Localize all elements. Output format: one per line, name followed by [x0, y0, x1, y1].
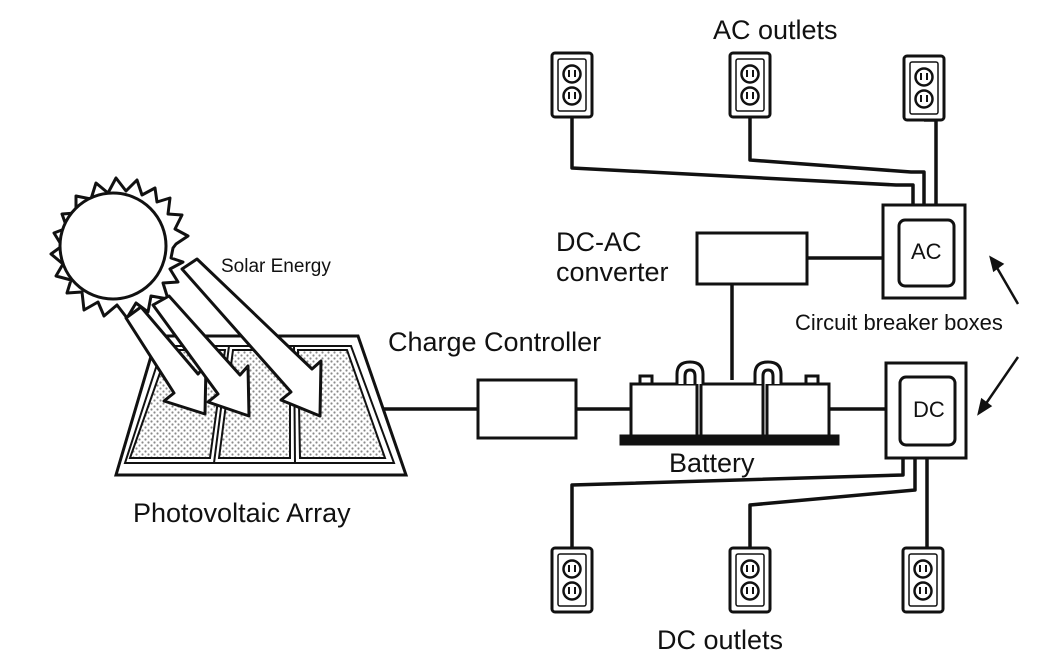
circuit-breaker-boxes-label: Circuit breaker boxes — [795, 310, 1003, 335]
ac-outlet-3 — [902, 54, 946, 122]
dc-wiring — [570, 458, 929, 548]
ac-outlet-2 — [728, 51, 772, 119]
breaker-pointer-arrows — [977, 255, 1020, 416]
charge-controller-box — [476, 378, 578, 440]
dc-outlet-2 — [728, 546, 772, 614]
battery-bank-icon — [619, 360, 840, 446]
dc-outlets-label: DC outlets — [657, 625, 784, 655]
ac-outlets-label: AC outlets — [713, 15, 838, 45]
dc-box-label: DC — [913, 397, 945, 422]
battery-label: Battery — [669, 448, 755, 478]
dc-ac-converter-box — [695, 231, 809, 286]
ac-wiring — [570, 117, 938, 205]
dc-ac-converter-label-line1: DC-AC — [556, 227, 642, 257]
dc-outlet-1 — [550, 546, 594, 614]
photovoltaic-array-label: Photovoltaic Array — [133, 498, 351, 528]
dc-ac-converter-label-line2: converter — [556, 257, 669, 287]
dc-outlet-3 — [901, 546, 945, 614]
solar-ray-arrows — [124, 257, 323, 418]
ac-outlet-1 — [550, 51, 594, 119]
solar-energy-label: Solar Energy — [221, 256, 331, 277]
dc-breaker-box — [884, 361, 968, 460]
ac-box-label: AC — [911, 239, 942, 264]
ac-breaker-box — [881, 203, 967, 300]
sun-icon — [49, 176, 190, 320]
system-wiring — [375, 256, 886, 411]
charge-controller-label: Charge Controller — [388, 327, 602, 357]
